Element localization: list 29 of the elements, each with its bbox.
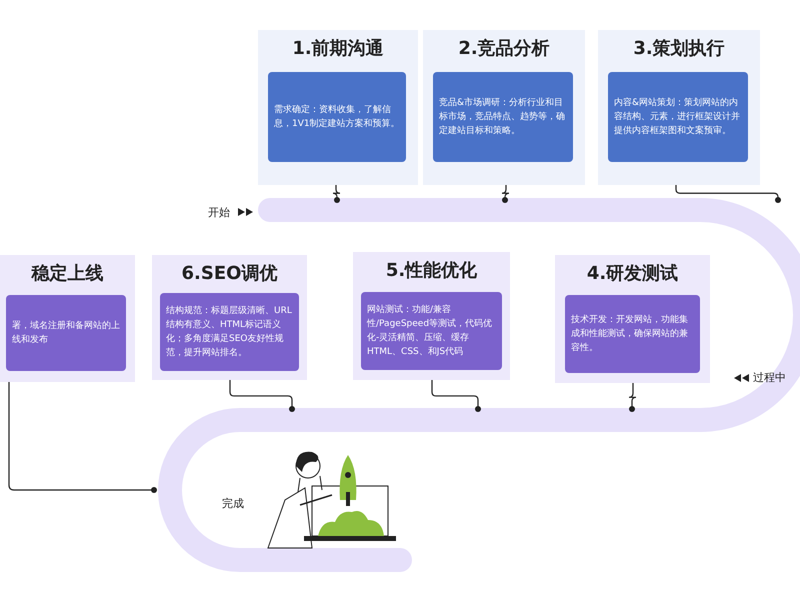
step-card [0, 255, 135, 382]
step-title: 2.竞品分析 [457, 37, 551, 60]
step-card [258, 30, 418, 185]
leader-line [431, 380, 481, 412]
description-box: 结构规范：标题层级清晰、URL结构有意义、HTML标记语义化；多角度满足SEO友好性规范，提升网站排名。 [160, 293, 299, 371]
leader-line [628, 383, 637, 412]
timeline-band [158, 198, 800, 572]
step-title: 1.前期沟通 [291, 37, 385, 60]
step-title: 4.研发测试 [586, 262, 680, 285]
step-title: 稳定上线 [30, 262, 104, 285]
leader-line [675, 185, 781, 203]
leader-line [501, 185, 510, 203]
description-box: 网站测试：功能/兼容性/PageSpeed等测试，代码优化-灵活精简、压缩、缓存HTML、CSS、和JS代码 [361, 292, 502, 370]
description-box: 技术开发：开发网站，功能集成和性能测试，确保网站的兼容性。 [565, 295, 700, 373]
stage-label: 开始 [208, 205, 230, 220]
leader-line [229, 380, 295, 412]
description-box: 署，域名注册和备网站的上线和发布 [6, 295, 126, 371]
description-box: 竞品&市场调研：分析行业和目标市场，竞品特点、趋势等，确定建站目标和策略。 [433, 72, 573, 162]
step-title: 5.性能优化 [384, 259, 478, 282]
step-card [598, 30, 760, 185]
leader-line [332, 185, 341, 203]
step-title: 6.SEO调优 [180, 262, 278, 285]
description-box: 内容&网站策划：策划网站的内容结构、元素，进行框架设计并提供内容框架图和文案预审。 [608, 72, 748, 162]
leader-line [8, 382, 157, 493]
stage-label: 过程中 [753, 370, 786, 385]
stage-label: 完成 [222, 496, 244, 511]
description-box: 需求确定：资料收集，了解信息，1V1制定建站方案和预算。 [268, 72, 406, 162]
step-title: 3.策划执行 [632, 37, 726, 60]
step-card [423, 30, 585, 185]
